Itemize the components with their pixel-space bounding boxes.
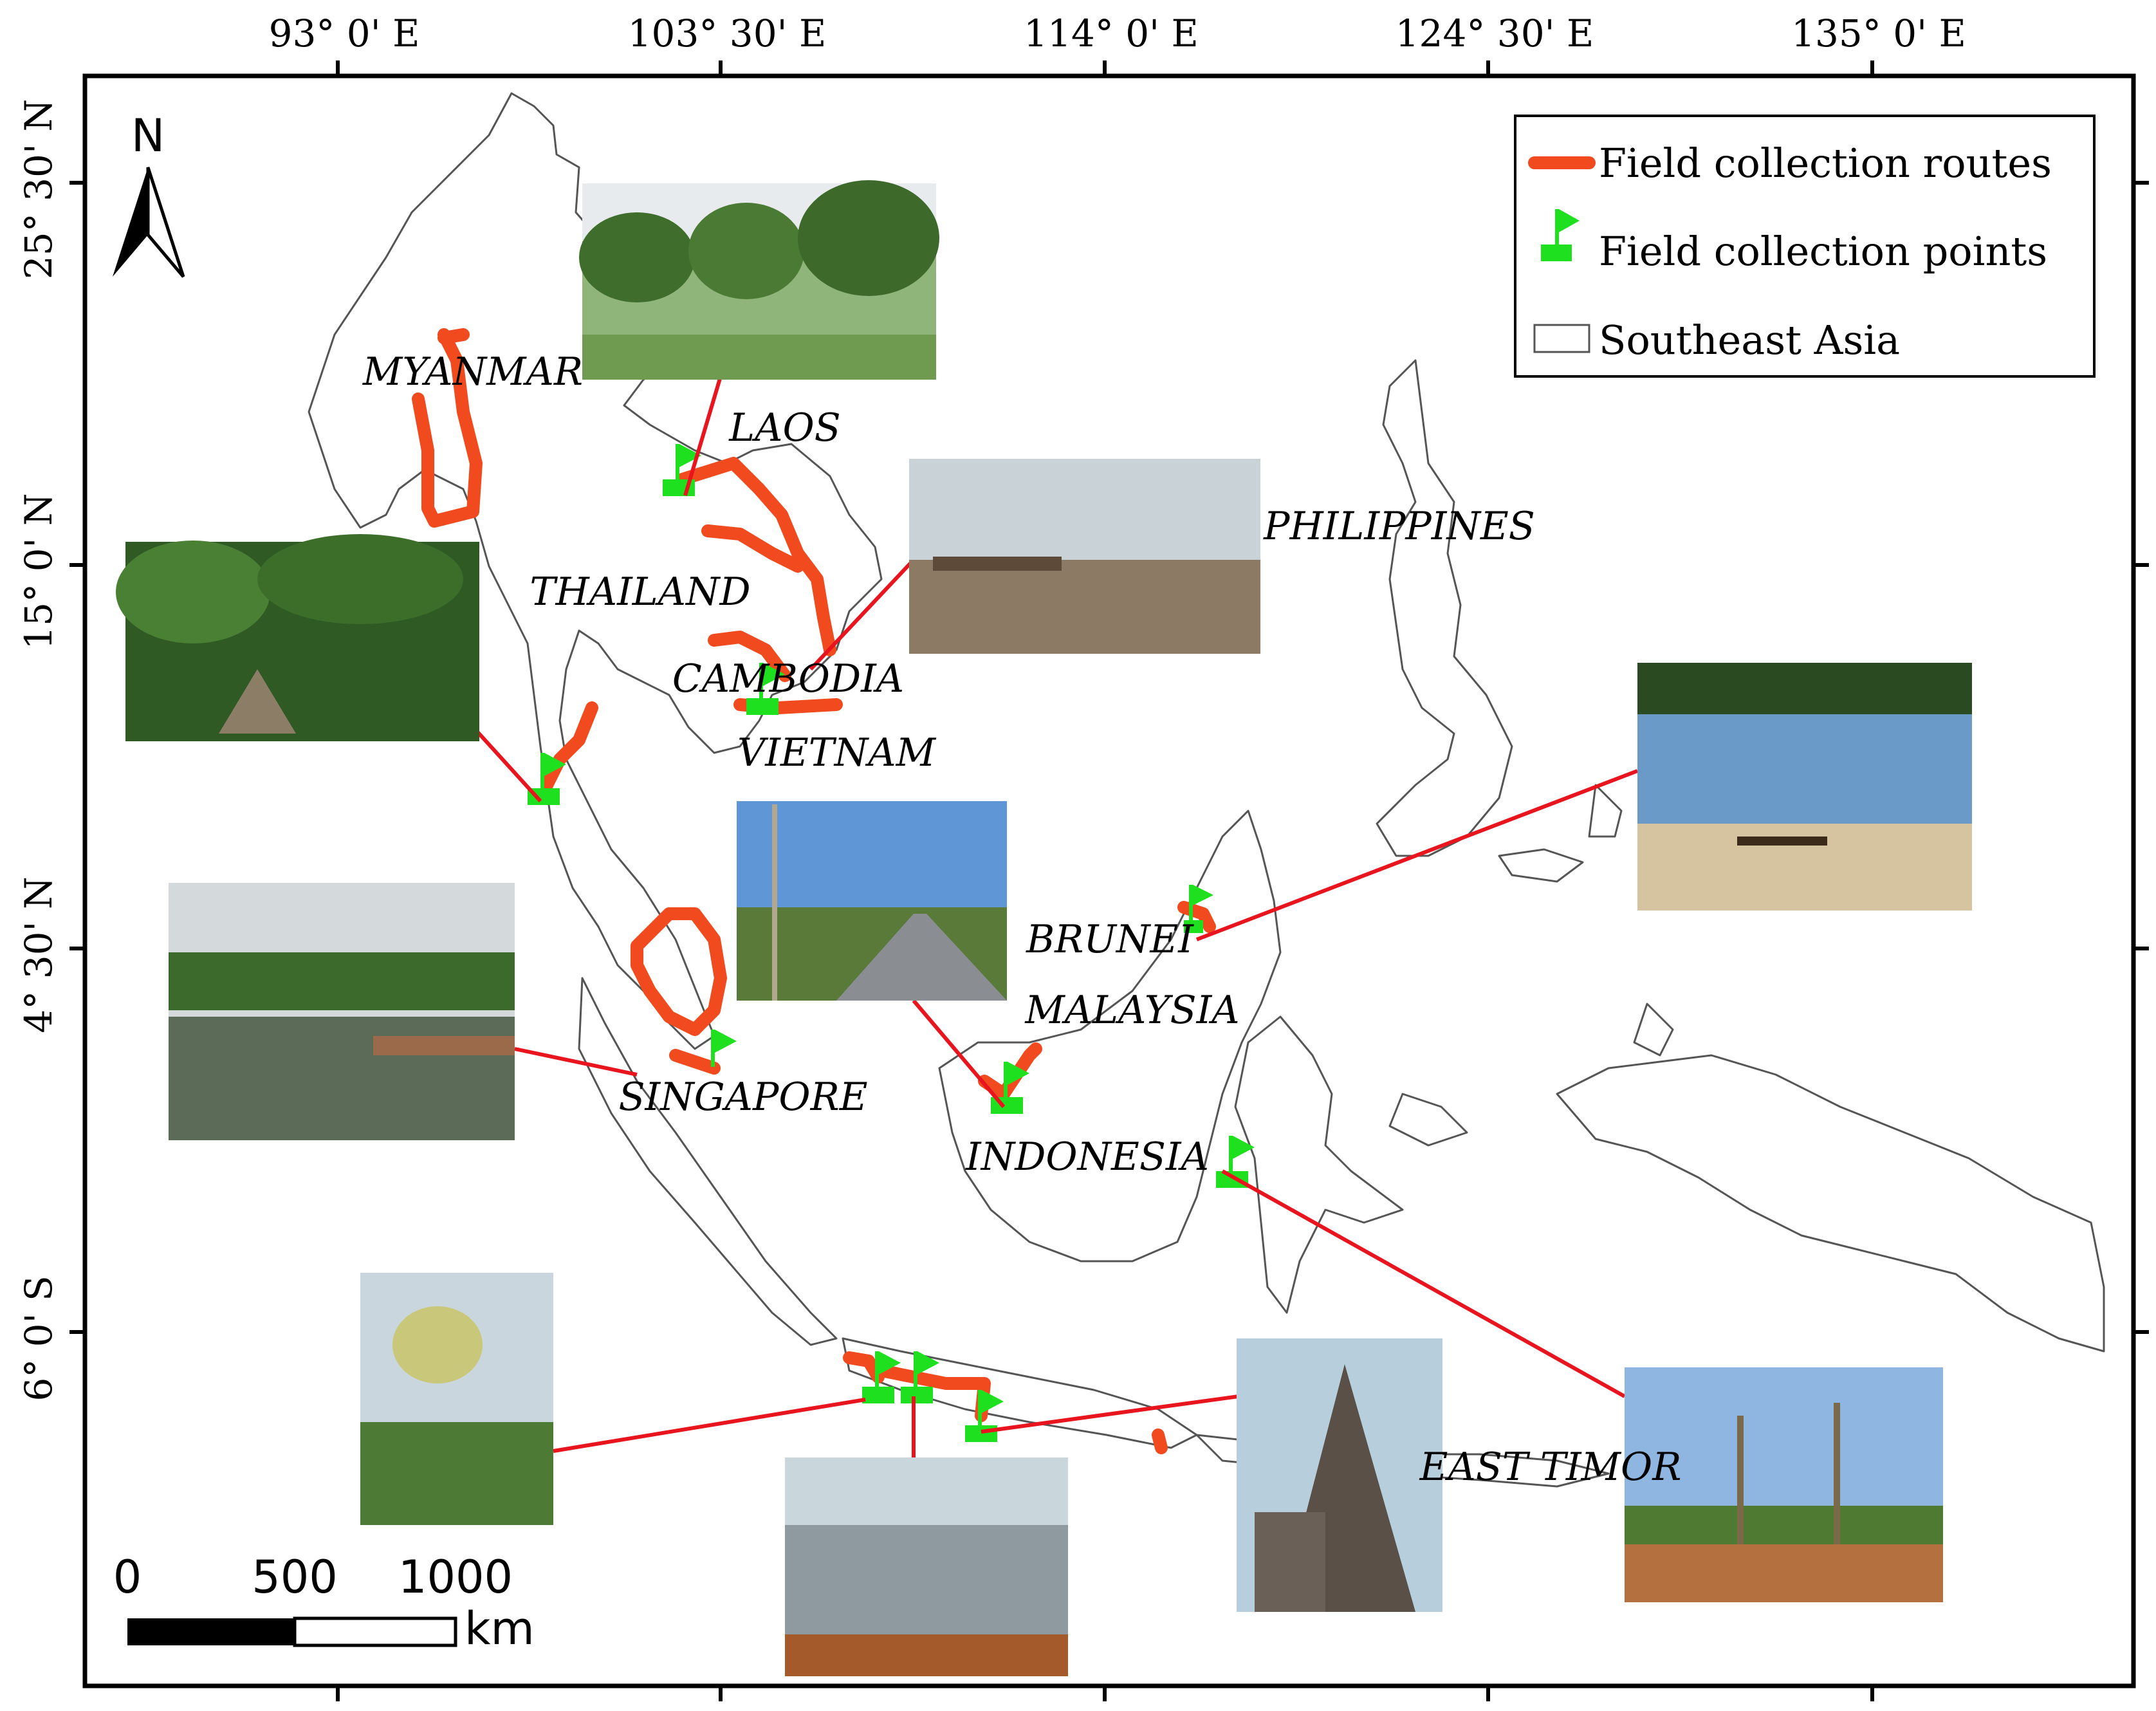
route-thailand (540, 701, 598, 791)
lon-label-114e: 114° 0' E (1024, 12, 1199, 55)
legend-region-label: Southeast Asia (1599, 317, 1900, 364)
label-singapore: SINGAPORE (618, 1075, 867, 1120)
label-myanmar: MYANMAR (362, 349, 583, 394)
label-vietnam: VIETNAM (737, 730, 937, 775)
legend-region-swatch (1533, 324, 1590, 353)
label-thailand: THAILAND (530, 569, 750, 615)
lon-label-135e: 135° 0' E (1791, 12, 1966, 55)
route-laos (676, 457, 836, 656)
north-arrow-icon (113, 167, 185, 278)
route-myanmar (412, 328, 483, 528)
scale-label-500: 500 (252, 1551, 338, 1604)
photo-singapore-pond (169, 883, 515, 1140)
lon-label-124e: 124° 30' E (1396, 12, 1594, 55)
route-malaysia-sing (669, 1049, 721, 1075)
legend-routes-label: Field collection routes (1599, 140, 2052, 187)
label-malaysia: MALAYSIA (1024, 988, 1239, 1033)
lon-label-93e: 93° 0' E (269, 12, 420, 55)
scale-label-1000: 1000 (398, 1551, 513, 1604)
lat-label-25n: 25° 30' N (17, 99, 60, 279)
photo-java-saltfield (785, 1457, 1068, 1676)
route-malaysia-loop (631, 907, 727, 1036)
route-bali (1152, 1429, 1168, 1454)
legend (1514, 115, 2096, 378)
route-myanmar-north (438, 328, 470, 344)
lon-label-103e: 103° 30' E (628, 12, 827, 55)
label-cambodia: CAMBODIA (672, 656, 904, 701)
photo-sulawesi-palms (1625, 1367, 1943, 1602)
photo-cambodia-lake (909, 459, 1260, 654)
scale-unit: km (465, 1602, 535, 1655)
label-philippines: PHILIPPINES (1263, 504, 1535, 549)
label-east-timor: EAST TIMOR (1419, 1445, 1682, 1490)
photo-leader-lines (474, 376, 1639, 1457)
lat-label-6s: 6° 0' S (17, 1275, 60, 1401)
photo-laos-orchard (579, 180, 939, 380)
legend-flag-icon (1541, 209, 1580, 261)
photo-java-temple (1237, 1338, 1442, 1612)
route-cambodia (708, 631, 791, 682)
scale-bar (127, 1616, 457, 1647)
label-indonesia: INDONESIA (965, 1134, 1209, 1179)
label-laos: LAOS (728, 405, 840, 450)
north-label: N (131, 109, 165, 162)
photo-malaysia-road (737, 801, 1007, 1001)
photo-thailand-mangrove (116, 534, 479, 741)
photo-brunei-beach (1637, 663, 1972, 911)
lat-label-15n: 15° 0' N (17, 493, 60, 649)
axis-ticks (69, 60, 2149, 1701)
field-routes (412, 328, 1216, 1454)
scale-label-0: 0 (113, 1551, 142, 1604)
route-laos-2 (701, 524, 804, 573)
label-brunei: BRUNEI (1026, 917, 1194, 962)
lat-label-4n: 4° 30' N (17, 876, 60, 1033)
legend-points-label: Field collection points (1599, 228, 2047, 275)
photo-java-tea (360, 1273, 553, 1525)
